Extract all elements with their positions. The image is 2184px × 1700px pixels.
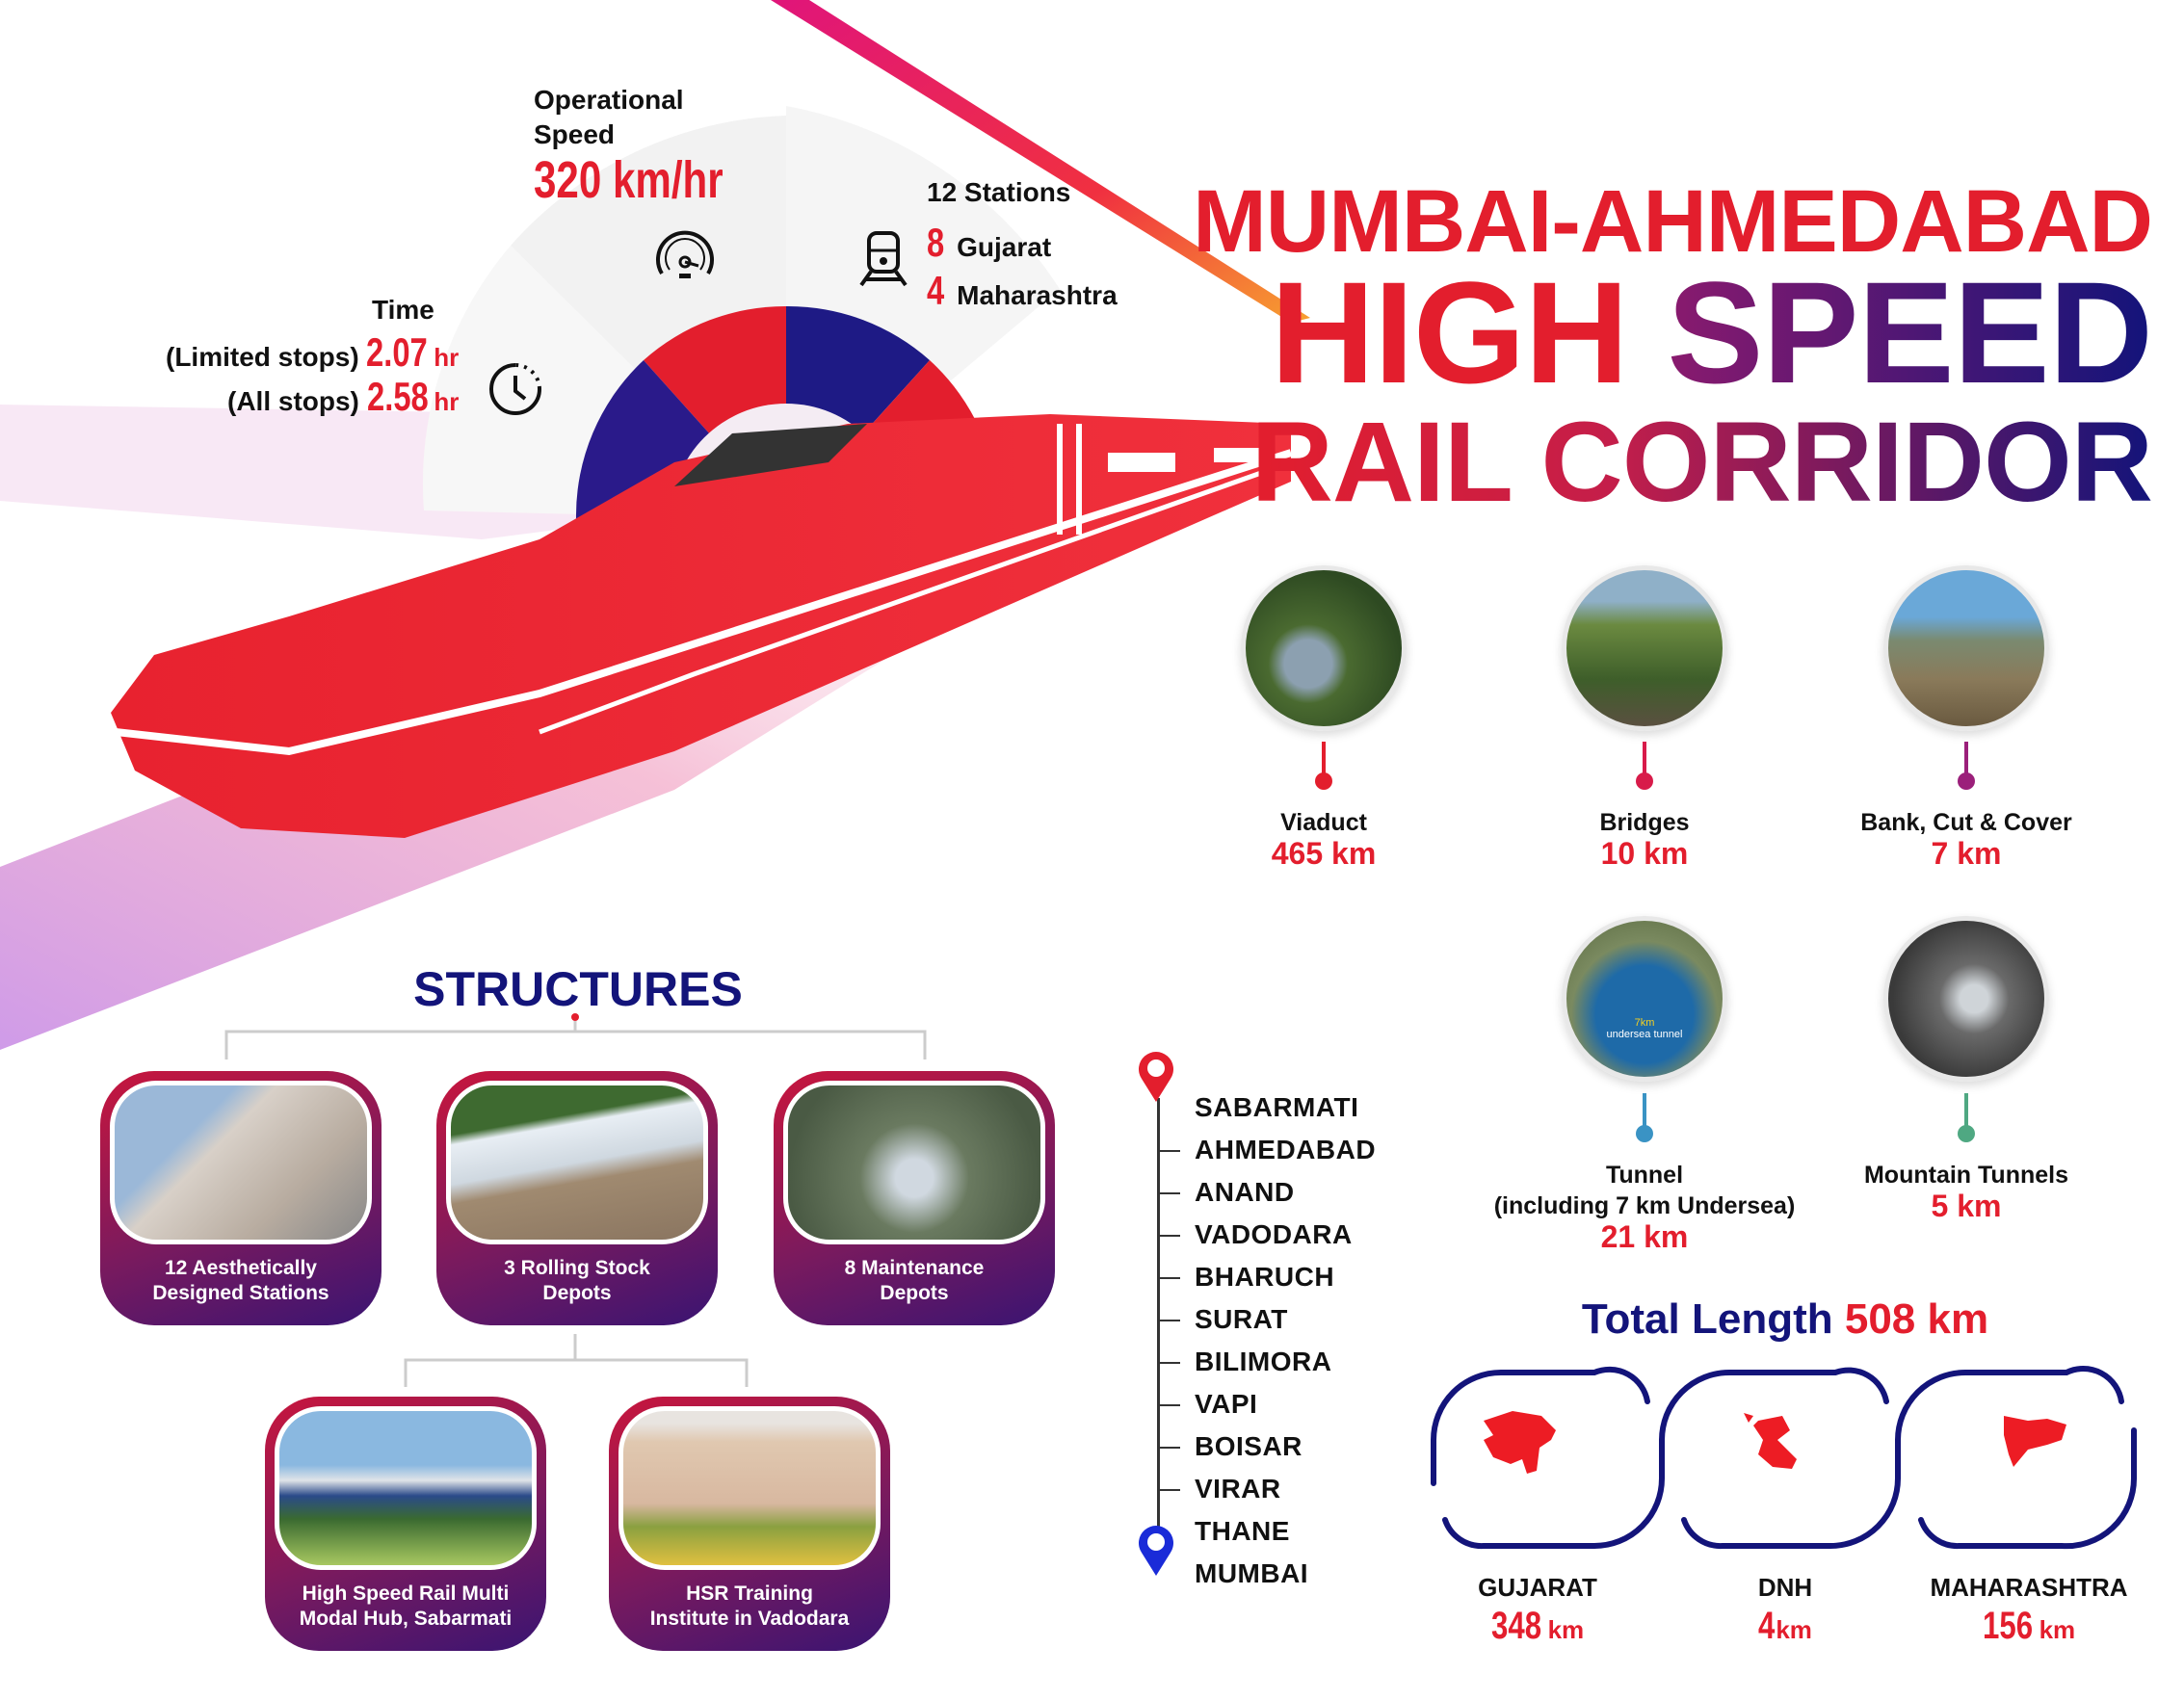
state-map-frames (1431, 1366, 2138, 1550)
stations-maharashtra: 4 Maharashtra (927, 268, 1118, 313)
station-item: BOISAR (1195, 1431, 1303, 1461)
station-item: ANAND (1195, 1177, 1295, 1207)
dnh-map-icon (1744, 1413, 1797, 1469)
station-item: VIRAR (1195, 1474, 1281, 1504)
total-length: Total Length 508 km (1581, 1295, 1989, 1343)
bridges-value: 10 km (1600, 836, 1689, 871)
station-item: VAPI (1195, 1389, 1258, 1419)
structures-connectors (224, 1013, 927, 1387)
station-item: MUMBAI (1195, 1558, 1309, 1588)
station-item: THANE (1195, 1516, 1290, 1546)
time-label: Time (372, 295, 434, 325)
stations-total: 12 Stations (927, 177, 1071, 207)
tunnel-value: 21 km (1600, 1219, 1689, 1254)
tunnel-sublabel: (including 7 km Undersea) (1493, 1192, 1796, 1219)
bridges-label: Bridges (1599, 809, 1690, 836)
speed-label-line2: Speed (534, 119, 616, 149)
bank-cut-cover-value: 7 km (1931, 836, 2002, 871)
end-pin-icon (1139, 1526, 1173, 1576)
structures-title: STRUCTURES (413, 962, 743, 1016)
bank-cut-cover-label: Bank, Cut & Cover (1860, 809, 2072, 836)
state-dnh-name: DNH (1757, 1573, 1813, 1602)
clock-icon (489, 363, 541, 415)
state-maharashtra-name: MAHARASHTRA (1930, 1573, 2128, 1602)
state-gujarat-name: GUJARAT (1478, 1573, 1597, 1602)
mountain-tunnels-photo (1883, 916, 2049, 1082)
station-item: SURAT (1195, 1304, 1288, 1334)
station-item: BHARUCH (1195, 1262, 1335, 1292)
speed-value: 320 km/hr (534, 151, 724, 209)
station-item: BILIMORA (1195, 1347, 1332, 1376)
tunnel-label: Tunnel (1605, 1162, 1684, 1189)
train-icon (859, 231, 908, 287)
speed-label: Operational Speed (534, 83, 684, 152)
viaduct-value: 465 km (1271, 836, 1377, 871)
maharashtra-map-icon (2004, 1416, 2066, 1467)
station-item: VADODARA (1195, 1219, 1353, 1249)
speedometer-icon (656, 230, 714, 278)
station-item: SABARMATI (1195, 1092, 1359, 1122)
station-item: AHMEDABAD (1195, 1135, 1377, 1164)
start-pin-icon (1139, 1052, 1173, 1102)
speed-label-line1: Operational (534, 85, 684, 115)
gujarat-map-icon (1484, 1411, 1556, 1474)
viaduct-label: Viaduct (1280, 809, 1367, 836)
title-line3: RAIL CORRIDOR (1250, 399, 2153, 526)
title-line1: MUMBAI-AHMEDABAD (1193, 172, 2153, 271)
bank-cut-cover-photo (1883, 565, 2049, 731)
bridges-photo (1562, 565, 1727, 731)
mountain-tunnels-label: Mountain Tunnels (1863, 1162, 2068, 1189)
viaduct-photo (1241, 565, 1407, 731)
title-line2: HIGH SPEED (1270, 251, 2153, 413)
state-dnh-value: 4km (1758, 1605, 1812, 1647)
stations-gujarat: 8 Gujarat (927, 220, 1052, 265)
mountain-tunnels-value: 5 km (1931, 1189, 2002, 1223)
route-line (1157, 1098, 1160, 1560)
